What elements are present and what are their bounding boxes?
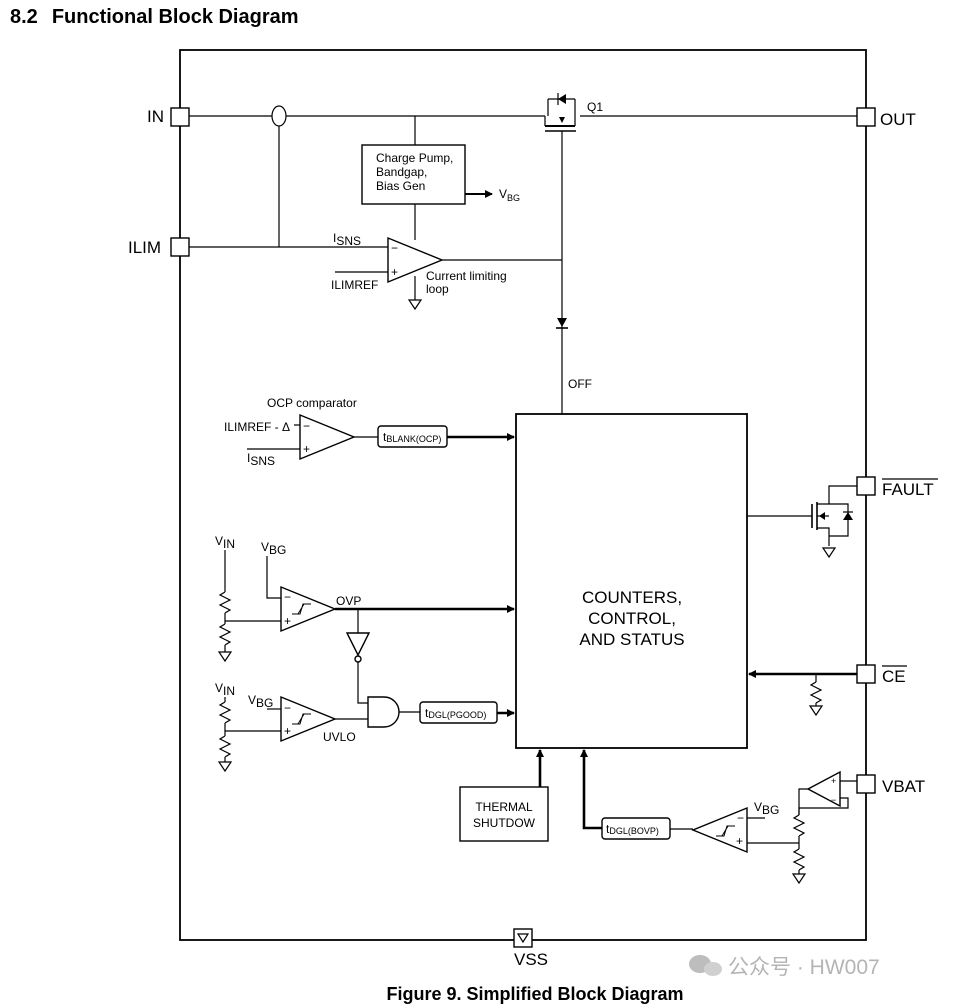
svg-text:−: − [303, 419, 310, 433]
resistor-icon [218, 701, 232, 724]
ovp-comparator: VIN VBG − + OVP [215, 534, 515, 704]
svg-text:Charge Pump,: Charge Pump, [376, 151, 453, 165]
inverter-icon [345, 632, 371, 657]
svg-text:Bias Gen: Bias Gen [376, 179, 425, 193]
pin-vss: VSS [513, 928, 548, 969]
q1-mosfet-icon: Q1 [544, 93, 603, 415]
charge-pump-block: Charge Pump, Bandgap, Bias Gen VBG [361, 116, 520, 240]
svg-text:−: − [831, 795, 836, 805]
svg-text:loop: loop [426, 282, 449, 296]
svg-text:tDGL(BOVP): tDGL(BOVP) [606, 822, 659, 836]
pin-fault: FAULT [856, 476, 938, 499]
svg-text:IN: IN [147, 107, 164, 126]
current-limit-amplifier: − + ISNS ILIMREF Current limiting loop [189, 231, 562, 311]
svg-text:UVLO: UVLO [323, 730, 356, 744]
svg-text:VBG: VBG [248, 693, 273, 710]
svg-text:COUNTERS,: COUNTERS, [582, 588, 682, 607]
pin-ilim: ILIM [128, 237, 190, 257]
current-sense-icon [271, 105, 287, 127]
bovp-comparator: tDGL(BOVP) − + VBG + − [580, 749, 857, 885]
svg-text:Q1: Q1 [587, 100, 603, 114]
svg-text:+: + [284, 724, 291, 738]
resistor-icon [218, 623, 232, 646]
thermal-shutdown-block: THERMAL SHUTDOW [459, 749, 549, 842]
pin-vbat: VBAT [856, 774, 925, 796]
svg-text:+: + [284, 614, 291, 628]
ocp-comparator: OCP comparator ILIMREF - Δ ISNS − + tBLA… [224, 396, 515, 468]
svg-text:公众号 · HW007: 公众号 · HW007 [728, 956, 880, 979]
svg-text:VIN: VIN [215, 681, 235, 698]
pin-out: OUT [856, 107, 916, 129]
svg-text:CE: CE [882, 667, 906, 686]
control-block: COUNTERS, CONTROL, AND STATUS [515, 413, 748, 749]
svg-text:+: + [303, 442, 310, 456]
svg-text:AND STATUS: AND STATUS [579, 630, 684, 649]
svg-text:−: − [284, 590, 291, 604]
pin-in: IN [147, 107, 190, 127]
ground-icon [407, 299, 423, 311]
svg-text:OUT: OUT [880, 110, 916, 129]
svg-text:SHUTDOW: SHUTDOW [473, 816, 536, 830]
svg-text:ILIMREF - Δ: ILIMREF - Δ [224, 420, 290, 434]
ce-input [748, 670, 857, 717]
svg-text:tDGL(PGOOD): tDGL(PGOOD) [425, 706, 486, 720]
svg-text:VBAT: VBAT [882, 777, 925, 796]
svg-text:ISNS: ISNS [247, 451, 275, 468]
svg-text:VBG: VBG [754, 800, 779, 817]
fault-mosfet-icon [747, 485, 857, 559]
and-gate-icon [367, 696, 400, 728]
figure-caption: Figure 9. Simplified Block Diagram [386, 984, 683, 1004]
svg-text:Current limiting: Current limiting [426, 269, 507, 283]
svg-text:VBG: VBG [499, 187, 520, 203]
svg-text:VIN: VIN [215, 534, 235, 551]
svg-text:−: − [737, 811, 744, 825]
svg-text:OCP comparator: OCP comparator [267, 396, 357, 410]
resistor-icon [792, 814, 806, 837]
svg-text:−: − [391, 241, 398, 255]
svg-text:FAULT: FAULT [882, 480, 934, 499]
in-rail [189, 105, 857, 247]
svg-text:Bandgap,: Bandgap, [376, 165, 427, 179]
svg-text:+: + [391, 265, 398, 279]
svg-text:tBLANK(OCP): tBLANK(OCP) [383, 430, 441, 444]
svg-text:+: + [736, 834, 743, 848]
svg-text:+: + [831, 776, 836, 786]
off-diode-icon: OFF [556, 318, 592, 391]
pin-ce: CE [856, 664, 907, 686]
svg-text:OFF: OFF [568, 377, 592, 391]
uvlo-comparator: VIN VBG − + UVLO tDGL(PGOOD) [215, 681, 515, 773]
svg-text:ISNS: ISNS [333, 231, 361, 248]
svg-text:VBG: VBG [261, 540, 286, 557]
svg-text:CONTROL,: CONTROL, [588, 609, 676, 628]
hysteresis-icon [292, 603, 311, 615]
watermark: 公众号 · HW007 [689, 955, 880, 979]
svg-text:VSS: VSS [514, 950, 548, 969]
vbat-buffer-icon [806, 770, 841, 808]
resistor-icon [218, 735, 232, 758]
svg-text:ILIMREF: ILIMREF [331, 278, 378, 292]
svg-text:−: − [284, 701, 291, 715]
svg-text:ILIM: ILIM [128, 238, 161, 257]
resistor-icon [218, 591, 232, 614]
svg-text:OVP: OVP [336, 594, 361, 608]
resistor-icon [792, 848, 806, 871]
svg-text:THERMAL: THERMAL [475, 800, 533, 814]
resistor-icon [809, 681, 823, 704]
